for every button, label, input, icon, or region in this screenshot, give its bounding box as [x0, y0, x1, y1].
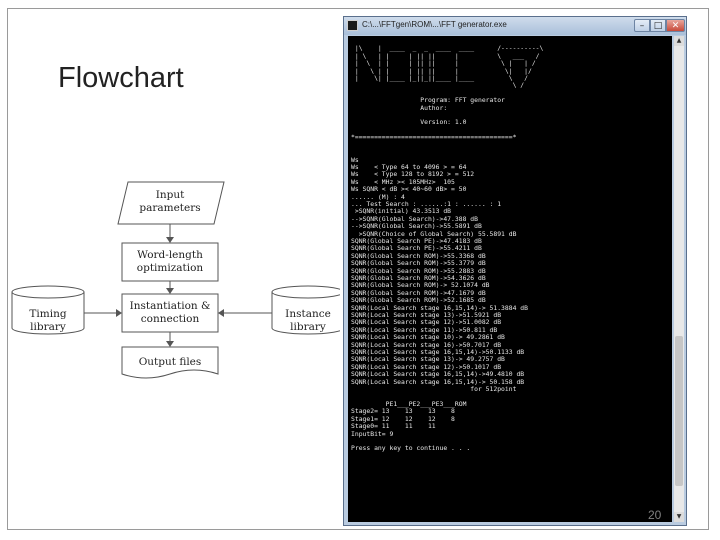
timing-library-node: Timing library — [11, 285, 85, 335]
console-line: PE1___PE2___PE3___ROM — [385, 399, 467, 408]
console-line: SQNR(Local Search stage 12)->51.0082 dB — [351, 318, 502, 327]
window-titlebar[interactable]: C:\...\FFTgen\ROM\...\FFT generator.exe … — [344, 17, 686, 35]
console-line: for 512point — [470, 385, 517, 394]
input-label-2: parameters — [139, 202, 200, 214]
console-line: SQNR(Local Search stage 16,15,14)-> 51.3… — [351, 303, 528, 312]
console-line: Stage1= 12 12 12 8 — [351, 414, 455, 423]
console-line: SQNR(Local Search stage 13)-> 49.2757 dB — [351, 355, 505, 364]
console-line: Program: FFT generator — [420, 96, 505, 105]
console-line: SQNR(Local Search stage 16,15,14)-> 50.1… — [351, 377, 525, 386]
scrollbar-thumb[interactable] — [675, 336, 683, 486]
console-line: SQNR(Local Search stage 12)->50.1017 dB — [351, 362, 502, 371]
timing-label-2: library — [30, 321, 66, 333]
console-line: SQNR(Global Search PE)->55.4211 dB — [351, 244, 482, 253]
window-title: C:\...\FFTgen\ROM\...\FFT generator.exe — [362, 20, 507, 29]
console-line: Press any key to continue . . . — [351, 444, 471, 453]
page-number: 20 — [648, 508, 662, 522]
console-line: Author: — [420, 103, 448, 112]
arrowhead — [166, 237, 174, 243]
maximize-button[interactable]: □ — [650, 19, 666, 32]
console-line: ... Test Search : ......:1 : ...... : 1 — [351, 199, 502, 208]
console-line: Ws SQNR < dB >< 40~60 dB> = 50 — [351, 185, 467, 194]
console-line: SQNR(Global Search ROM)-> 52.1074 dB — [351, 281, 490, 290]
console-line: >SQNR(Choice of Global Search) 55.5891 d… — [358, 229, 517, 238]
console-line: Stage0= 11 11 11 — [351, 422, 436, 431]
console-line: SQNR(Global Search ROM)->55.3368 dB — [351, 251, 486, 260]
console-line: SQNR(Global Search ROM)->55.2883 dB — [351, 266, 486, 275]
console-line: | \ | | | || || | \ | | / — [354, 59, 536, 68]
instantiation-label-1: Instantiation & — [130, 300, 211, 312]
input-label-1: Input — [156, 189, 185, 201]
console-output[interactable]: |\ | ____ _ _ ____ ____ /----------\ | \… — [348, 36, 672, 522]
close-button[interactable]: ✕ — [666, 19, 685, 32]
output-label: Output files — [139, 356, 202, 368]
console-line: SQNR(Local Search stage 16)->50.7017 dB — [351, 340, 502, 349]
minimize-button[interactable]: – — [634, 19, 650, 32]
console-line: \ / — [512, 81, 525, 90]
console-line: |\ | ____ _ _ ____ ____ /----------\ — [354, 44, 544, 53]
arrowhead — [218, 309, 224, 317]
console-line: Ws < Type 128 to 8192 > = 512 — [351, 170, 475, 179]
console-line: Ws — [351, 155, 359, 164]
console-line: SQNR(Global Search ROM)->55.3779 dB — [351, 259, 486, 268]
instance-label-1: Instance — [285, 308, 331, 320]
vertical-scrollbar[interactable]: ▲ ▼ — [674, 36, 684, 522]
console-line: -->SQNR(Global Search)->55.5891 dB — [351, 222, 482, 231]
instantiation-node: Instantiation & connection — [121, 293, 219, 333]
arrowhead — [166, 341, 174, 347]
console-line: SQNR(Local Search stage 11)->50.811 dB — [351, 325, 498, 334]
timing-label-1: Timing — [29, 308, 66, 320]
console-line: SQNR(Local Search stage 16,15,14)->50.11… — [351, 348, 525, 357]
arrowhead — [116, 309, 122, 317]
console-window: C:\...\FFTgen\ROM\...\FFT generator.exe … — [343, 16, 687, 526]
instance-library-node: Instance library — [271, 285, 340, 335]
input-parameters-node: Input parameters — [117, 181, 225, 225]
scroll-up-arrow-icon[interactable]: ▲ — [674, 36, 684, 46]
console-line: | \ | | | || || | \| |/ — [354, 66, 532, 75]
console-line: >SQNR(initial) 43.3513 dB — [354, 207, 452, 216]
flowchart-diagram: Input parameters Word-length optimizatio… — [11, 181, 340, 379]
console-line: Stage2= 13 13 13 8 — [351, 407, 455, 416]
console-line: ...... (M) : 4 — [351, 192, 405, 201]
console-line: SQNR(Local Search stage 16,15,14)->49.48… — [351, 370, 525, 379]
console-line: -->SQNR(Global Search)->47.388 dB — [351, 214, 478, 223]
console-line: | \ | | | || || | \ ___ / — [354, 51, 540, 60]
console-line: Ws < MHz >< 105MHz> 105 — [351, 177, 455, 186]
instance-label-2: library — [290, 321, 326, 333]
console-line: | \| |____ |_||_||____ |____ \ / — [354, 74, 528, 83]
scroll-down-arrow-icon[interactable]: ▼ — [674, 512, 684, 522]
console-line: SQNR(Local Search stage 13)->51.5921 dB — [351, 311, 502, 320]
output-files-node: Output files — [121, 346, 219, 379]
console-line: InputBit= 9 — [351, 429, 394, 438]
console-text: |\ | ____ _ _ ____ ____ /----------\ | \… — [348, 36, 672, 455]
arrowhead — [166, 288, 174, 294]
optimization-label-2: optimization — [137, 262, 204, 274]
word-length-optimization-node: Word-length optimization — [121, 242, 219, 282]
console-line: SQNR(Global Search ROM)->54.3626 dB — [351, 274, 486, 282]
slide-title: Flowchart — [58, 62, 184, 94]
console-line: Version: 1.0 — [420, 118, 467, 127]
console-line: Ws < Type 64 to 4096 > = 64 — [351, 162, 467, 171]
instantiation-label-2: connection — [141, 313, 200, 325]
console-line: SQNR(Global Search PE)->47.4183 dB — [351, 236, 482, 245]
console-line: *=======================================… — [351, 133, 517, 142]
slide-border — [7, 8, 709, 530]
console-app-icon — [347, 20, 358, 31]
console-line: SQNR(Local Search stage 10)-> 49.2861 dB — [351, 333, 505, 342]
optimization-label-1: Word-length — [137, 249, 203, 261]
console-line: SQNR(Global Search ROM)->47.1679 dB — [351, 288, 486, 297]
console-line: SQNR(Global Search ROM)->52.1685 dB — [351, 296, 486, 305]
